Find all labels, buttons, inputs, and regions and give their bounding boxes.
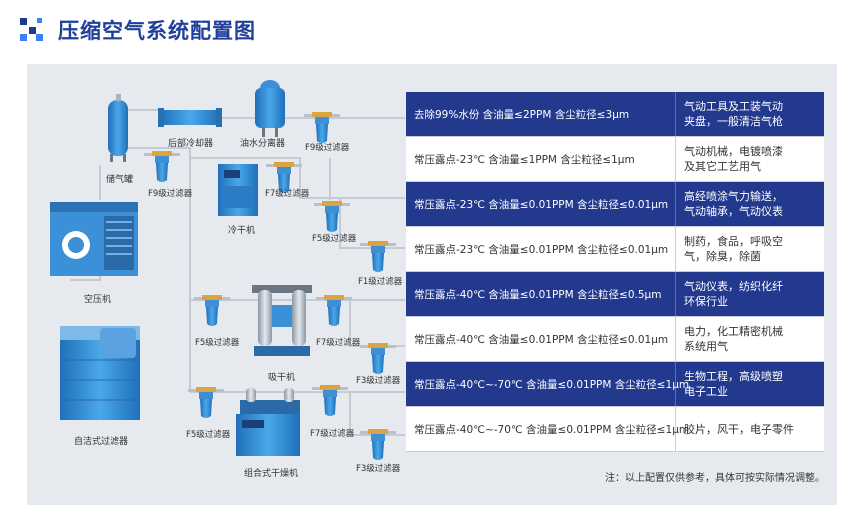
table-row: 常压露点-23℃ 含油量≤1PPM 含尘粒径≤1μm 气动机械，电镀喷漆及其它工… (406, 137, 824, 182)
table-row: 常压露点-40℃~-70℃ 含油量≤0.01PPM 含尘粒径≤1μm 胶片，风干… (406, 407, 824, 452)
f7-filter-3 (312, 385, 348, 416)
application-line: 电子工业 (684, 385, 728, 398)
brand-logo-icon (20, 18, 44, 42)
application-line: 气动仪表，纺织化纤 (684, 280, 783, 293)
label-f9-filter-left: F9级过滤器 (148, 188, 193, 199)
table-row: 常压露点-40℃ 含油量≤0.01PPM 含尘粒径≤0.5μm 气动仪表，纺织化… (406, 272, 824, 317)
refrigerated-dryer (218, 164, 258, 216)
adsorption-dryer (252, 285, 312, 356)
label-f5-filter-1: F5级过滤器 (312, 233, 357, 244)
application-cell: 气动机械，电镀喷漆及其它工艺用气 (676, 137, 824, 181)
label-oil-water-separator: 油水分离器 (240, 137, 285, 149)
spec-cell: 常压露点-40℃~-70℃ 含油量≤0.01PPM 含尘粒径≤1μm (406, 362, 689, 406)
application-line: 高经喷涂气力输送， (684, 190, 783, 203)
table-row: 常压露点-23℃ 含油量≤0.01PPM 含尘粒径≤0.01μm 制药，食品，呼… (406, 227, 824, 272)
application-line: 生物工程，高级喷塑 (684, 370, 783, 383)
application-line: 气，除臭，除菌 (684, 250, 761, 263)
page-header: 压缩空气系统配置图 (20, 12, 256, 48)
application-cell: 胶片，风干，电子零件 (676, 407, 824, 451)
aftercooler (158, 108, 222, 127)
spec-cell: 常压露点-40℃ 含油量≤0.01PPM 含尘粒径≤0.01μm (406, 317, 676, 361)
application-cell: 电力，化工精密机械系统用气 (676, 317, 824, 361)
label-f3-filter-2: F3级过滤器 (356, 463, 401, 474)
label-f9-filter-top: F9级过滤器 (305, 142, 350, 153)
application-line: 电力，化工精密机械 (684, 325, 783, 338)
f9-filter-left (144, 151, 180, 182)
f5-filter-1 (314, 201, 350, 232)
application-line: 制药，食品，呼吸空 (684, 235, 783, 248)
application-line: 气动机械，电镀喷漆 (684, 145, 783, 158)
table-row: 常压露点-40℃ 含油量≤0.01PPM 含尘粒径≤0.01μm 电力，化工精密… (406, 317, 824, 362)
air-compressor (50, 202, 138, 276)
footnote: 注：以上配置仅供参考，具体可按实际情况调整。 (605, 473, 825, 484)
label-f1-filter: F1级过滤器 (358, 276, 403, 287)
label-f7-filter-1: F7级过滤器 (265, 188, 310, 199)
spec-cell: 常压露点-40℃~-70℃ 含油量≤0.01PPM 含尘粒径≤1μm (406, 407, 689, 451)
spec-cell: 常压露点-40℃ 含油量≤0.01PPM 含尘粒径≤0.5μm (406, 272, 676, 316)
f1-filter (360, 241, 396, 272)
label-f7-filter-2: F7级过滤器 (316, 337, 361, 348)
application-line: 胶片，风干，电子零件 (684, 422, 794, 436)
table-row: 常压露点-40℃~-70℃ 含油量≤0.01PPM 含尘粒径≤1μm 生物工程，… (406, 362, 824, 407)
f3-filter-2 (360, 429, 396, 460)
self-cleaning-filter (60, 326, 140, 420)
label-aftercooler: 后部冷却器 (168, 137, 213, 149)
f5-filter-2 (194, 295, 230, 326)
application-cell: 气动仪表，纺织化纤环保行业 (676, 272, 824, 316)
application-line: 系统用气 (684, 340, 728, 353)
oil-water-separator (255, 80, 285, 137)
application-cell: 生物工程，高级喷塑电子工业 (676, 362, 824, 406)
f3-filter-1 (360, 343, 396, 374)
f7-filter-2 (316, 295, 352, 326)
label-f5-filter-2: F5级过滤器 (195, 337, 240, 348)
application-cell: 高经喷涂气力输送， 气动轴承，气动仪表 (676, 182, 824, 226)
f5-filter-3 (188, 387, 224, 418)
f9-filter-top (304, 112, 340, 143)
label-f3-filter-1: F3级过滤器 (356, 375, 401, 386)
spec-cell: 常压露点-23℃ 含油量≤1PPM 含尘粒径≤1μm (406, 137, 676, 181)
label-f7-filter-3: F7级过滤器 (310, 428, 355, 439)
label-adsorption-dryer: 吸干机 (268, 371, 295, 383)
spec-cell: 去除99%水份 含油量≤2PPM 含尘粒径≤3μm (406, 92, 676, 136)
label-f5-filter-3: F5级过滤器 (186, 429, 231, 440)
label-combined-dryer: 组合式干燥机 (244, 467, 298, 479)
application-cell: 气动工具及工装气动夹盘，一般清洁气枪 (676, 92, 824, 136)
application-line: 气动轴承，气动仪表 (684, 205, 783, 218)
label-refrigerated-dryer: 冷干机 (228, 224, 255, 236)
application-line: 夹盘，一般清洁气枪 (684, 115, 783, 128)
label-air-tank: 储气罐 (106, 173, 133, 185)
page-title: 压缩空气系统配置图 (58, 19, 256, 43)
label-self-cleaning-filter: 自洁式过滤器 (74, 435, 128, 447)
table-row: 去除99%水份 含油量≤2PPM 含尘粒径≤3μm 气动工具及工装气动夹盘，一般… (406, 92, 824, 137)
application-line: 气动工具及工装气动 (684, 100, 783, 113)
label-air-compressor: 空压机 (84, 293, 111, 305)
combined-dryer (236, 388, 300, 456)
spec-table: 去除99%水份 含油量≤2PPM 含尘粒径≤3μm 气动工具及工装气动夹盘，一般… (406, 92, 824, 452)
application-cell: 制药，食品，呼吸空气，除臭，除菌 (676, 227, 824, 271)
spec-cell: 常压露点-23℃ 含油量≤0.01PPM 含尘粒径≤0.01μm (406, 227, 676, 271)
application-line: 环保行业 (684, 295, 728, 308)
table-row: 常压露点-23℃ 含油量≤0.01PPM 含尘粒径≤0.01μm 高经喷涂气力输… (406, 182, 824, 227)
application-line: 及其它工艺用气 (684, 160, 761, 173)
air-tank (108, 94, 128, 162)
spec-cell: 常压露点-23℃ 含油量≤0.01PPM 含尘粒径≤0.01μm (406, 182, 676, 226)
